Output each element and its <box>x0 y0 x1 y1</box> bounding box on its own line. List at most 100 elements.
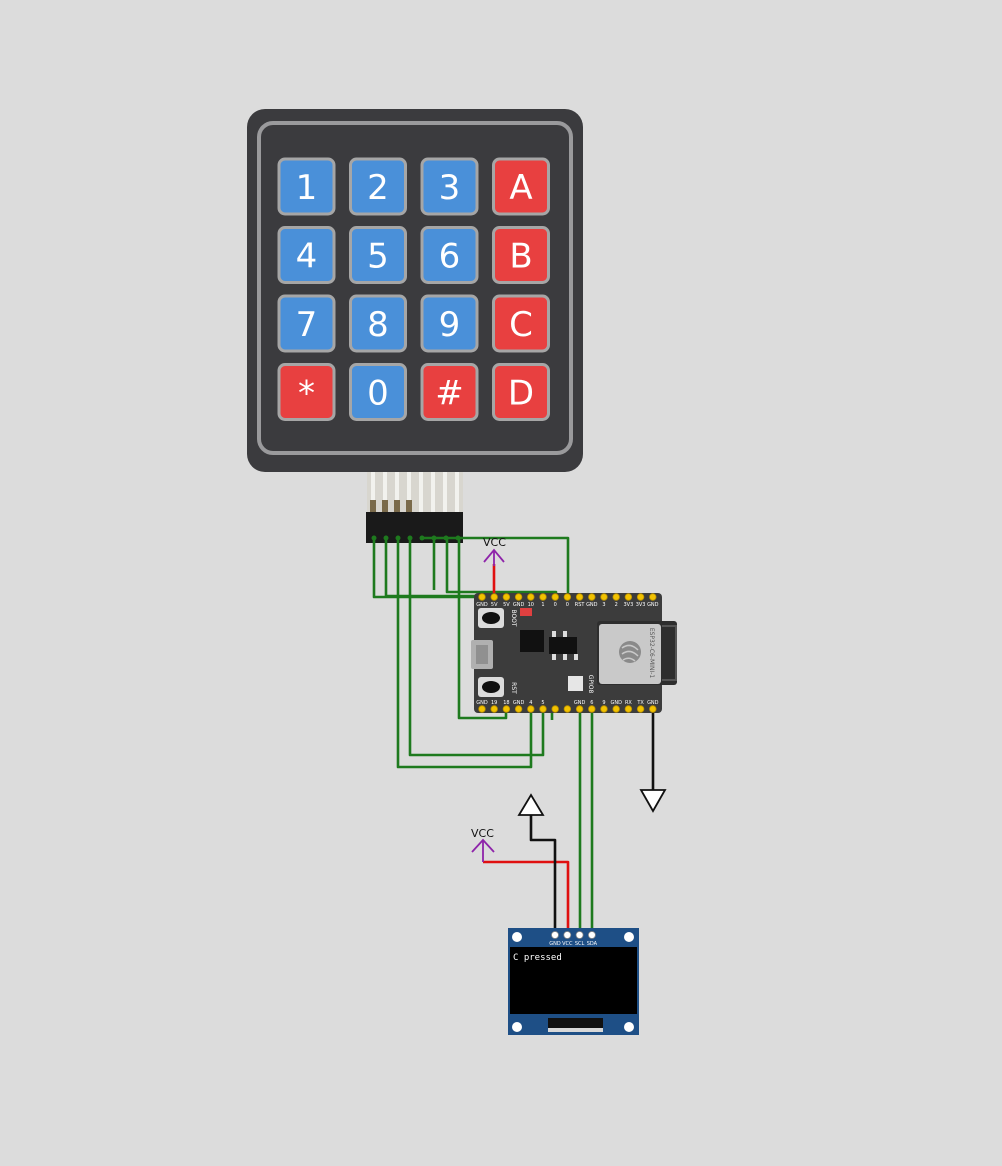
pin-label: GND <box>476 700 488 706</box>
key-5[interactable]: 5 <box>349 226 407 284</box>
key-*[interactable]: * <box>277 363 336 421</box>
mount-hole <box>512 1022 522 1032</box>
key-face <box>277 294 336 353</box>
pin-3V3[interactable] <box>624 593 633 601</box>
pin-5[interactable] <box>539 705 547 713</box>
pin-6[interactable] <box>588 705 596 713</box>
key-label: B <box>509 237 532 277</box>
pin-label: 10 <box>528 602 534 608</box>
keypad-ribbon <box>366 472 463 543</box>
pin-nc[interactable] <box>551 705 559 713</box>
oled-pin-vcc[interactable]: VCC <box>562 931 573 948</box>
wire-vcc-oled[interactable] <box>483 860 570 935</box>
key-9[interactable]: 9 <box>420 294 479 353</box>
key-A[interactable]: A <box>492 157 550 216</box>
key-label: 7 <box>296 305 318 345</box>
pin-GND[interactable] <box>588 593 596 601</box>
ground-symbol <box>639 789 667 813</box>
oled-pin-gnd[interactable]: GND <box>549 931 561 948</box>
oled-pin-scl[interactable]: SCL <box>575 931 585 948</box>
pin-label: 1 <box>541 602 544 608</box>
mount-hole <box>512 932 522 942</box>
pin-label: 6 <box>590 700 593 706</box>
pin-GND[interactable] <box>478 593 486 601</box>
pin-label: 5V <box>503 602 510 608</box>
key-2[interactable]: 2 <box>349 157 407 216</box>
key-3[interactable]: 3 <box>420 157 479 216</box>
pin-GND[interactable] <box>612 705 620 713</box>
key-6[interactable]: 6 <box>420 226 479 284</box>
key-face <box>277 226 336 284</box>
pin-GND[interactable] <box>478 705 486 713</box>
key-label: 9 <box>439 305 461 345</box>
pin-GND[interactable] <box>514 705 523 713</box>
wire-keypad-3[interactable] <box>396 538 533 769</box>
key-B[interactable]: B <box>492 226 550 284</box>
key-7[interactable]: 7 <box>277 294 336 353</box>
pin-TX[interactable] <box>636 705 645 713</box>
pin-3V3[interactable] <box>636 593 645 601</box>
pin-GND[interactable] <box>649 705 657 713</box>
key-label: 3 <box>439 168 461 208</box>
pin-0[interactable] <box>551 593 559 601</box>
pin-label: 2 <box>615 602 618 608</box>
pin-RST[interactable] <box>575 593 584 601</box>
pin-label: GND <box>513 700 525 706</box>
vcc-symbol-bottom: VCC <box>471 827 495 862</box>
mount-hole <box>624 1022 634 1032</box>
key-0[interactable]: 0 <box>349 363 407 421</box>
key-label: * <box>298 374 315 414</box>
key-8[interactable]: 8 <box>349 294 407 353</box>
key-C[interactable]: C <box>492 294 550 353</box>
ribbon-contact <box>406 500 412 512</box>
pin-5V[interactable] <box>502 593 511 601</box>
power-arrow-symbol <box>517 793 545 816</box>
oled-pin-label: GND <box>549 941 561 947</box>
pin-4[interactable] <box>527 705 535 713</box>
pin-2[interactable] <box>612 593 620 601</box>
pin-label: 3V3 <box>624 602 634 608</box>
pin-9[interactable] <box>600 705 608 713</box>
oled-pin-label: VCC <box>562 941 573 947</box>
pin-18[interactable] <box>502 705 511 713</box>
pin-0[interactable] <box>563 593 572 601</box>
wire-keypad-2[interactable] <box>384 538 492 598</box>
pin-5V[interactable] <box>490 593 498 601</box>
oled-pin-label: SDA <box>587 941 598 947</box>
pin-label: GND <box>574 700 586 706</box>
pin-RX[interactable] <box>624 705 633 713</box>
vcc-label-top: VCC <box>483 536 506 549</box>
wire-gnd-oled[interactable] <box>529 815 557 935</box>
pin-label: 0 <box>554 602 557 608</box>
pin-19[interactable] <box>490 705 498 713</box>
key-face <box>420 294 479 353</box>
ribbon-strip <box>419 472 423 512</box>
key-D[interactable]: D <box>492 363 550 421</box>
oled-pin-sda[interactable]: SDA <box>587 931 598 948</box>
pin-GND[interactable] <box>514 593 523 601</box>
key-#[interactable]: # <box>420 363 479 421</box>
pin-10[interactable] <box>527 593 535 601</box>
pin-nc[interactable] <box>563 705 572 713</box>
pin-GND[interactable] <box>575 705 584 713</box>
ribbon-cable <box>367 472 463 512</box>
key-label: 0 <box>367 374 389 414</box>
key-4[interactable]: 4 <box>277 226 336 284</box>
key-face <box>492 294 550 353</box>
ribbon-strip <box>407 472 411 512</box>
key-label: 6 <box>439 237 461 277</box>
pin-GND[interactable] <box>649 593 657 601</box>
mount-hole <box>624 932 634 942</box>
key-label: 5 <box>367 237 389 277</box>
key-1[interactable]: 1 <box>277 157 336 216</box>
wire-keypad-4[interactable] <box>408 538 545 757</box>
ribbon-strip <box>395 472 399 512</box>
pin-1[interactable] <box>539 593 547 601</box>
pin-3[interactable] <box>600 593 608 601</box>
